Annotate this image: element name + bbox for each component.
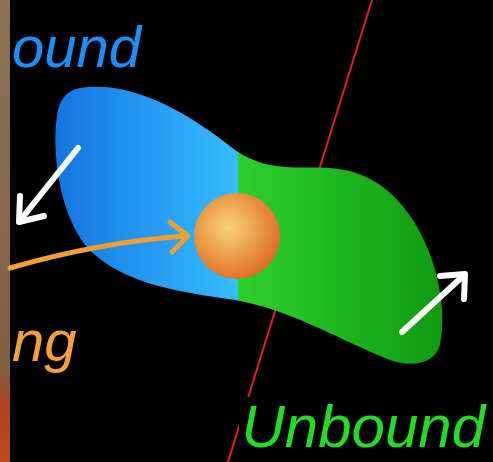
- motion-arrow: [402, 277, 462, 332]
- photo-edge: [0, 0, 10, 462]
- motion-arrowhead: [440, 274, 465, 299]
- cell-body: [55, 87, 442, 364]
- motion-arrow: [22, 148, 78, 218]
- region-label: Unbound: [239, 397, 487, 457]
- particle: [194, 193, 280, 279]
- region-label: ng: [10, 312, 79, 370]
- motion-arrowhead: [19, 196, 44, 222]
- incoming-arrowhead: [170, 222, 188, 252]
- incoming-arrow: [10, 236, 186, 268]
- region-label: ound: [10, 18, 143, 76]
